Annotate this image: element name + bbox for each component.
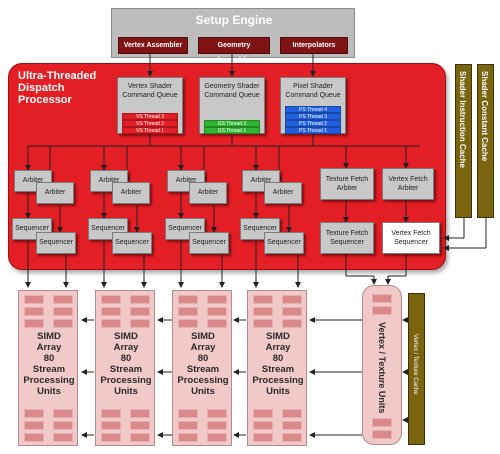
vertex-fetch-arbiter: Vertex Fetch Arbiter: [382, 168, 434, 200]
arbiter-3b: Arbiter: [189, 182, 227, 204]
sequencer-4b: Sequencer: [264, 232, 304, 254]
ps-thread-4: PS Thread 4: [285, 106, 341, 113]
vertex-shader-command-queue: Vertex Shader Command Queue VS Thread 3 …: [117, 77, 183, 134]
shader-constant-cache: Shader Constant Cache: [477, 64, 494, 218]
vs-thread-2: VS Thread 2: [122, 120, 178, 127]
gs-thread-1: GS Thread 1: [204, 127, 260, 134]
gs-thread-2: GS Thread 2: [204, 120, 260, 127]
geometry-assembler: Geometry Assembler: [198, 37, 270, 64]
interpolators: Interpolators: [280, 37, 348, 54]
vs-thread-1: VS Thread 1: [122, 127, 178, 134]
sequencer-2b: Sequencer: [112, 232, 152, 254]
texture-fetch-sequencer: Texture Fetch Sequencer: [320, 222, 374, 254]
ps-thread-2: PS Thread 2: [285, 120, 341, 127]
vs-thread-3: VS Thread 3: [122, 113, 178, 120]
ps-thread-3: PS Thread 3: [285, 113, 341, 120]
geometry-shader-command-queue: Geometry Shader Command Queue GS Thread …: [199, 77, 265, 134]
vertex-texture-units: Vertex / Texture Units: [362, 285, 402, 445]
sequencer-3b: Sequencer: [189, 232, 229, 254]
vertex-texture-cache: Vertex / Texture Cache: [408, 293, 425, 445]
ps-thread-1: PS Thread 1: [285, 127, 341, 134]
arbiter-4b: Arbiter: [264, 182, 302, 204]
sequencer-1b: Sequencer: [36, 232, 76, 254]
pixel-shader-command-queue: Pixel Shader Command Queue PS Thread 4 P…: [280, 77, 346, 134]
shader-instruction-cache: Shader Instruction Cache: [455, 64, 472, 218]
setup-engine-title: Setup Engine: [195, 13, 273, 27]
vertex-assembler: Vertex Assembler: [118, 37, 188, 54]
arbiter-1b: Arbiter: [36, 182, 74, 204]
texture-fetch-arbiter: Texture Fetch Arbiter: [320, 168, 374, 200]
dispatch-processor-title: Ultra-Threaded Dispatch Processor: [18, 70, 97, 106]
vertex-texture-units-label: Vertex / Texture Units: [377, 322, 387, 414]
setup-engine: Setup Engine Vertex Assembler Geometry A…: [111, 8, 355, 64]
vertex-texture-cache-label: Vertex / Texture Cache: [412, 334, 418, 395]
vertex-fetch-sequencer: Vertex Fetch Sequencer: [382, 222, 440, 254]
arbiter-2b: Arbiter: [112, 182, 150, 204]
